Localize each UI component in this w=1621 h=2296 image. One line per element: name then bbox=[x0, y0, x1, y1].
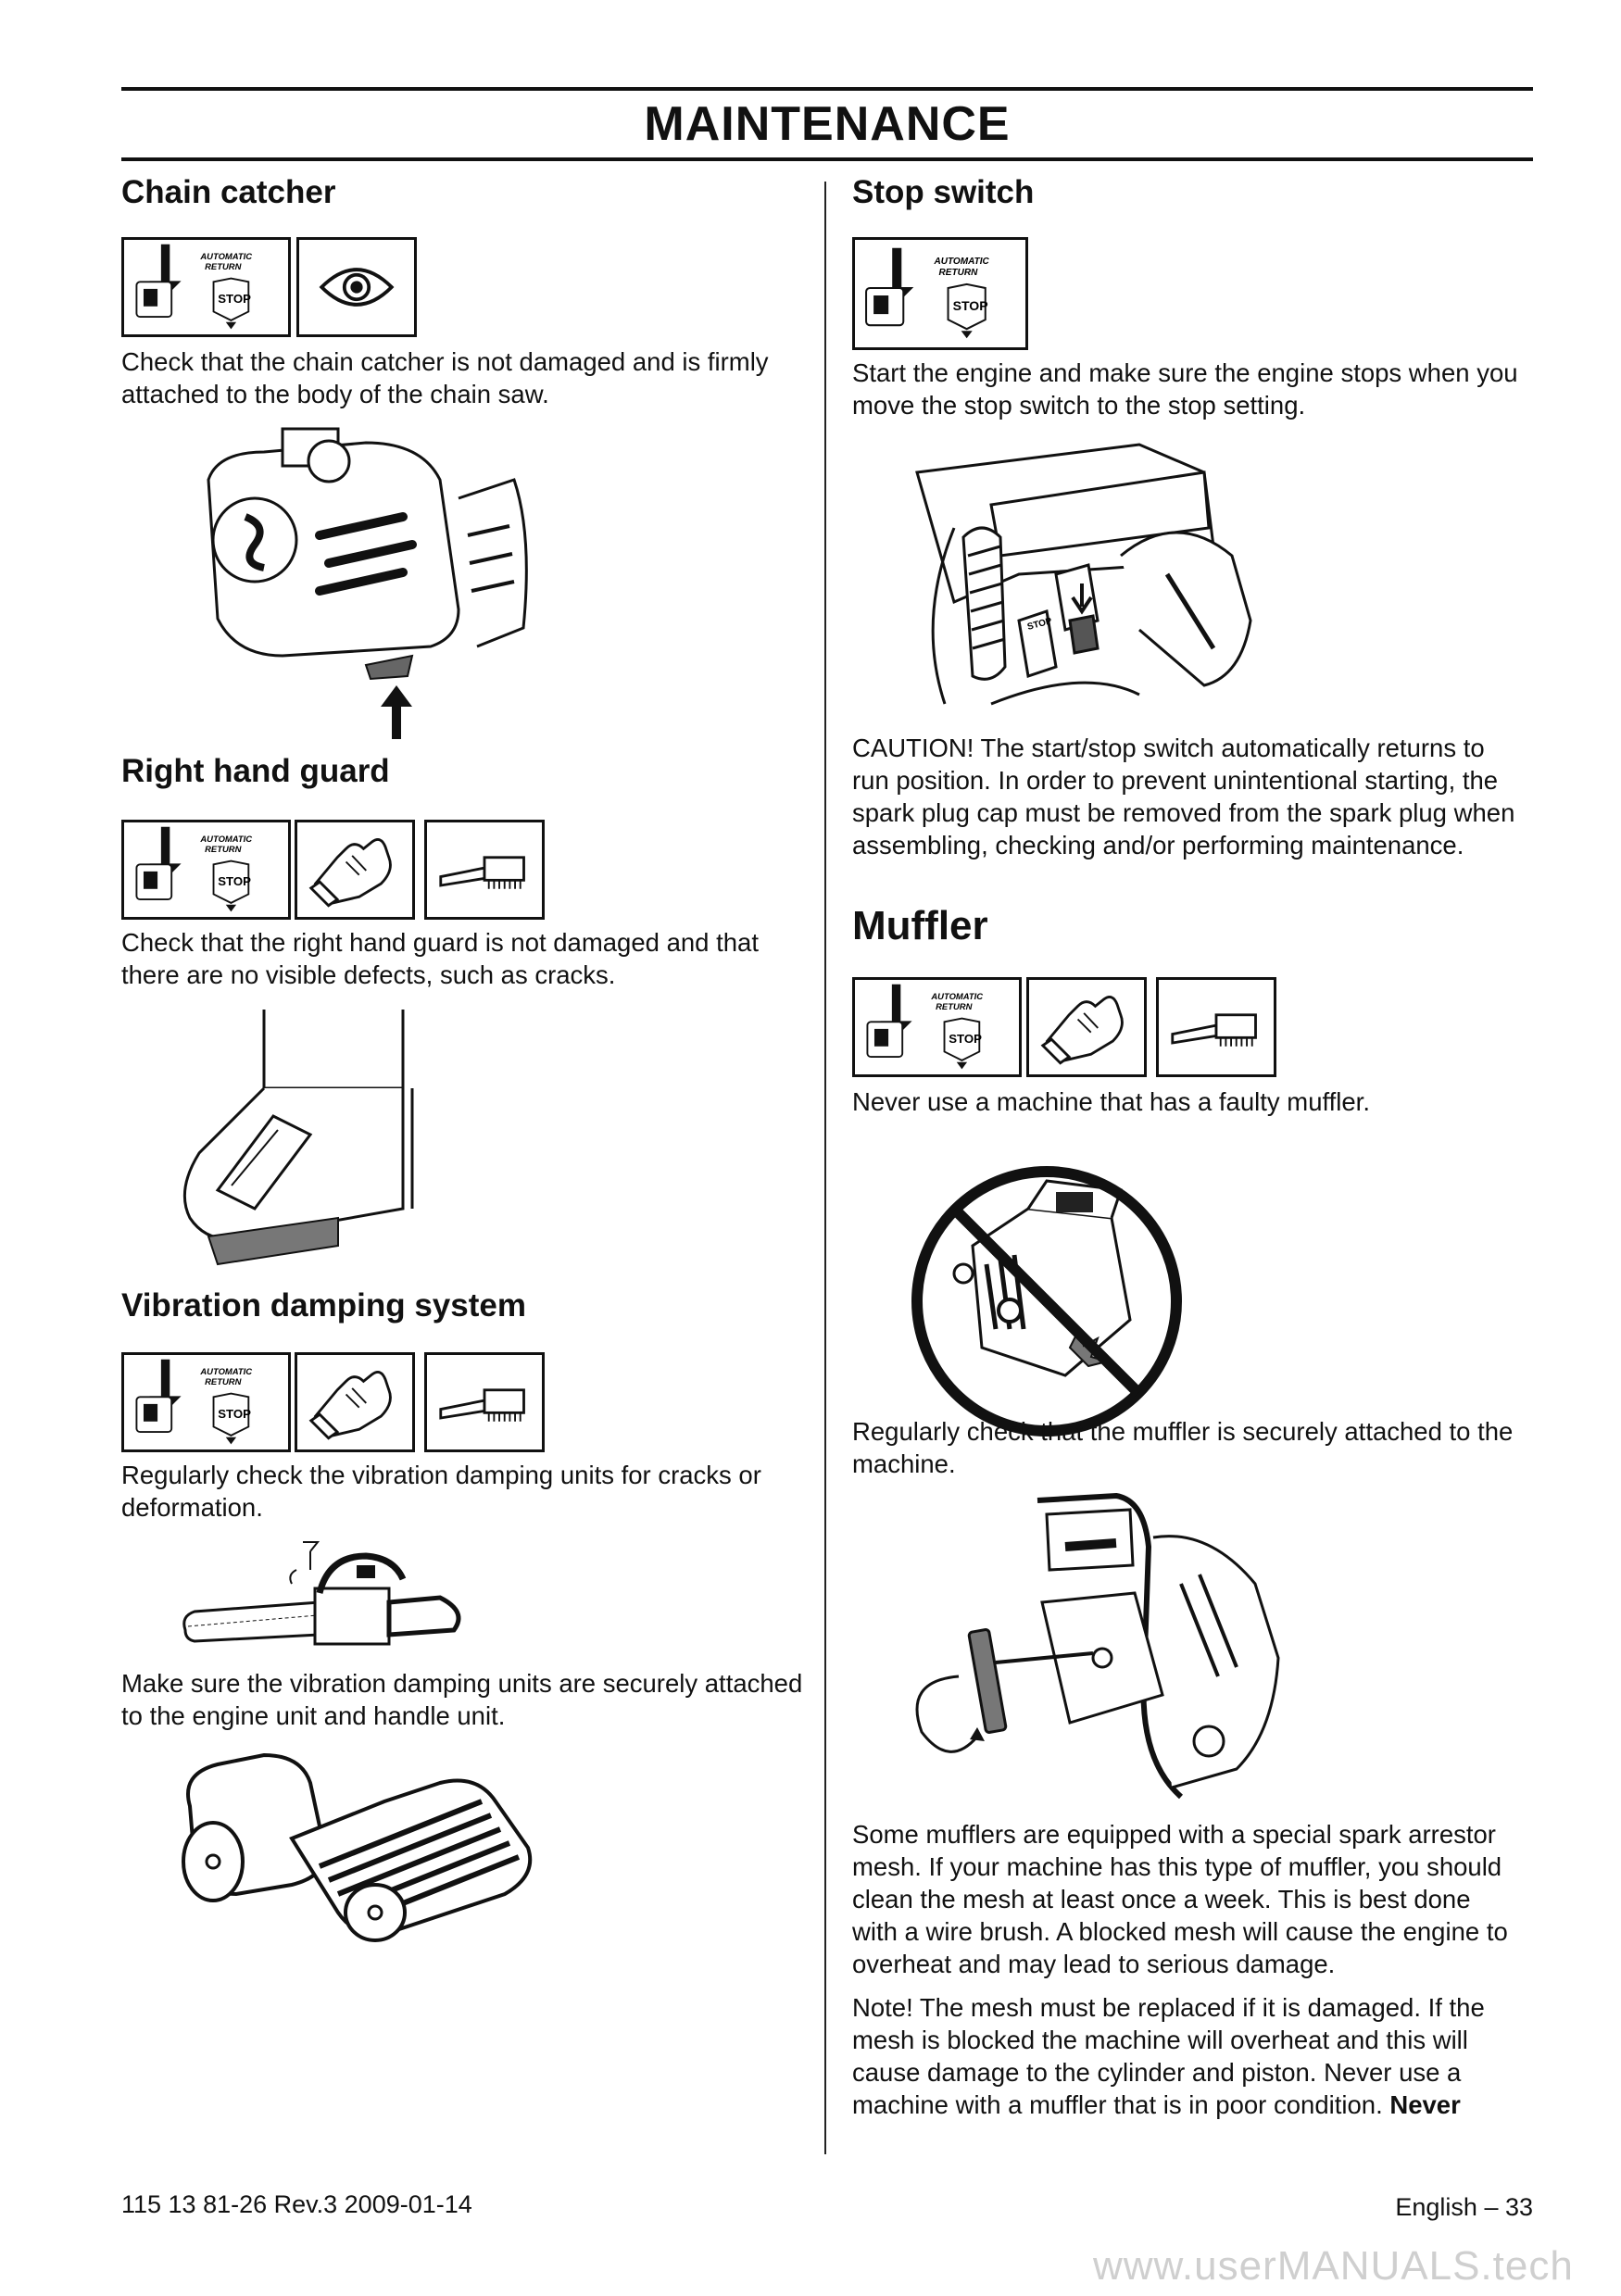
right-hand-guard-illustration bbox=[171, 1005, 417, 1273]
document-reference: 115 13 81-26 Rev.3 2009-01-14 bbox=[121, 2190, 472, 2218]
stop-switch-icon: AUTOMATIC RETURN STOP bbox=[852, 237, 1028, 350]
chain-catcher-text: Check that the chain catcher is not dama… bbox=[121, 347, 769, 408]
title-underline bbox=[121, 157, 1533, 161]
svg-text:RETURN: RETURN bbox=[205, 1377, 242, 1387]
protective-glove-icon bbox=[1026, 977, 1147, 1077]
svg-text:RETURN: RETURN bbox=[205, 262, 242, 272]
muffler-text-1: Never use a machine that has a faulty mu… bbox=[852, 1087, 1370, 1116]
muffler-attachment-illustration bbox=[903, 1491, 1301, 1811]
muffler-text-3: Some mufflers are equipped with a specia… bbox=[852, 1820, 1508, 1978]
page-number: English – 33 bbox=[1395, 2193, 1533, 2221]
heading-vibration-damping: Vibration damping system bbox=[121, 1287, 526, 1324]
stop-switch-illustration: STOP bbox=[898, 435, 1260, 727]
top-rule bbox=[121, 87, 1533, 91]
heading-muffler: Muffler bbox=[852, 903, 988, 948]
svg-text:RETURN: RETURN bbox=[936, 1002, 973, 1012]
svg-text:AUTOMATIC: AUTOMATIC bbox=[199, 834, 252, 845]
svg-text:STOP: STOP bbox=[953, 298, 988, 313]
protective-glove-icon bbox=[295, 1352, 415, 1452]
svg-text:STOP: STOP bbox=[218, 292, 251, 306]
wire-brush-icon bbox=[424, 1352, 545, 1452]
svg-text:AUTOMATIC: AUTOMATIC bbox=[933, 257, 989, 267]
svg-text:AUTOMATIC: AUTOMATIC bbox=[199, 1367, 252, 1377]
visual-inspection-icon bbox=[296, 237, 417, 337]
muffler-note: Note! The mesh must be replaced if it is… bbox=[852, 1993, 1485, 2119]
svg-text:RETURN: RETURN bbox=[938, 268, 978, 278]
chain-catcher-illustration bbox=[181, 424, 551, 744]
stop-switch-text: Start the engine and make sure the engin… bbox=[852, 358, 1518, 420]
heading-right-hand-guard: Right hand guard bbox=[121, 753, 390, 789]
svg-text:STOP: STOP bbox=[218, 1407, 251, 1421]
chainsaw-vibration-illustration bbox=[181, 1537, 477, 1653]
muffler-text-2: Regularly check that the muffler is secu… bbox=[852, 1417, 1514, 1478]
heading-chain-catcher: Chain catcher bbox=[121, 174, 336, 210]
svg-text:STOP: STOP bbox=[218, 874, 251, 888]
stop-switch-icon: AUTOMATIC RETURN STOP bbox=[852, 977, 1022, 1077]
vibration-damping-text-2: Make sure the vibration damping units ar… bbox=[121, 1669, 803, 1730]
stop-switch-icon: AUTOMATIC RETURN STOP bbox=[121, 237, 291, 337]
faulty-muffler-prohibited-illustration bbox=[908, 1162, 1186, 1440]
protective-glove-icon bbox=[295, 820, 415, 920]
vibration-damping-text-1: Regularly check the vibration damping un… bbox=[121, 1461, 761, 1522]
muffler-text-4: Note! The mesh must be replaced if it is… bbox=[852, 1991, 1519, 2121]
right-hand-guard-text: Check that the right hand guard is not d… bbox=[121, 928, 759, 989]
svg-text:AUTOMATIC: AUTOMATIC bbox=[199, 252, 252, 262]
wire-brush-icon bbox=[424, 820, 545, 920]
wire-brush-icon bbox=[1156, 977, 1276, 1077]
damping-units-illustration bbox=[162, 1746, 551, 1945]
column-divider bbox=[824, 182, 826, 2154]
stop-switch-icon: AUTOMATIC RETURN STOP bbox=[121, 1352, 291, 1452]
svg-text:AUTOMATIC: AUTOMATIC bbox=[930, 992, 983, 1002]
svg-text:STOP: STOP bbox=[949, 1032, 982, 1046]
page-title: MAINTENANCE bbox=[644, 97, 1011, 151]
stop-switch-icon: AUTOMATIC RETURN STOP bbox=[121, 820, 291, 920]
svg-text:RETURN: RETURN bbox=[205, 845, 242, 855]
watermark: www.userMANUALS.tech bbox=[1093, 2243, 1574, 2289]
muffler-note-bold: Never bbox=[1389, 2090, 1461, 2119]
heading-stop-switch: Stop switch bbox=[852, 174, 1035, 210]
stop-switch-caution: CAUTION! The start/stop switch automatic… bbox=[852, 734, 1515, 859]
